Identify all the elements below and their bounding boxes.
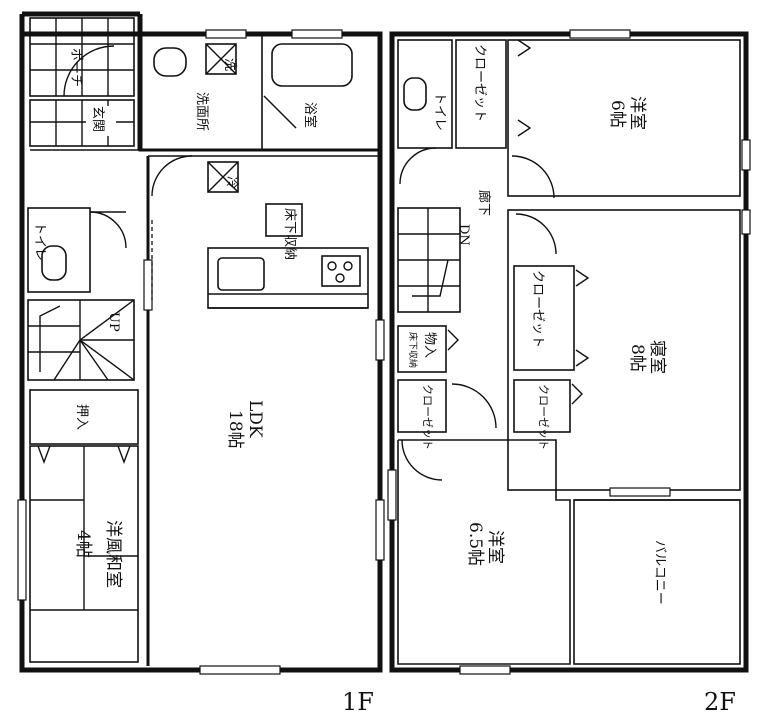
washroom-label: 洗面所: [194, 92, 209, 131]
hallway-label: 廊下: [476, 190, 492, 216]
closet-top: [455, 39, 507, 149]
ldk-bottom-window: [199, 665, 281, 675]
closet-door-mark-3: [575, 269, 590, 287]
oshiire-label: 押入: [74, 404, 89, 430]
ldk-side-window-1: [375, 319, 385, 361]
closet-small-left: [397, 379, 447, 433]
entrance-label: 玄関: [90, 106, 105, 132]
second-floor-outer-wall: [389, 31, 749, 673]
porch-tiles: [29, 17, 135, 97]
ldk-size-label: 18帖: [225, 410, 245, 449]
bedroom-size-label: 8帖: [627, 344, 647, 372]
closet-door-mark-2: [517, 119, 532, 137]
bedroom-name-label: 寝室: [647, 340, 668, 374]
washing-machine-box: [205, 43, 237, 75]
bedroom-bottom-window: [609, 487, 671, 497]
oshiire-closet: [29, 389, 139, 445]
storage-label: 物入: [422, 332, 437, 358]
bedroom-door-swing: [515, 213, 557, 255]
stove-icon: [321, 255, 361, 287]
toilet-room: [27, 207, 91, 293]
western-room-2: [397, 439, 571, 665]
porch-label: ポーチ: [68, 48, 83, 87]
small-closet-door-swing: [451, 383, 497, 429]
storage-door-mark: [447, 329, 459, 351]
closet-small-left-label: クローゼット: [421, 384, 434, 450]
bedroom-side-window: [741, 209, 751, 235]
ldk-left-window: [143, 259, 153, 311]
toilet-bowl-icon-2f: [403, 77, 427, 111]
closet-door-mark-1: [517, 39, 532, 57]
washitsu-size-label: 4帖: [73, 530, 93, 558]
washer-label: 洗: [222, 58, 237, 71]
washitsu-name-label: 洋風和室: [103, 520, 123, 588]
ldk-side-window-2: [375, 499, 385, 561]
toilet-door-swing-2f: [399, 147, 437, 185]
storage-note-label: 床下収納: [407, 332, 419, 368]
bath-window: [291, 29, 343, 39]
bathtub-icon: [271, 43, 353, 87]
room2-name-label: 洋室: [485, 530, 505, 564]
closet-door-mark-4: [575, 349, 590, 367]
toilet-door-swing: [89, 211, 127, 249]
ldk-door-swing: [151, 155, 193, 197]
room1-name-label: 洋室: [627, 96, 647, 130]
balcony-label: バルコニー: [652, 540, 667, 605]
room1-top-window: [569, 29, 631, 39]
second-floor-plan: トイレ クローゼット 洋室 6帖 廊下 DN クローゼット: [387, 29, 751, 716]
stairs-up: [27, 299, 135, 381]
storage-closet: [397, 325, 447, 373]
second-floor-label: 2F: [704, 688, 736, 716]
toilet-bowl-icon: [41, 245, 67, 281]
room2-size-label: 6.5帖: [465, 522, 485, 566]
closet-small-right-label: クローゼット: [537, 384, 550, 450]
room1-size-label: 6帖: [607, 100, 627, 128]
stairs-down-label: DN: [456, 224, 471, 246]
entrance-door-swing: [63, 45, 115, 97]
kitchen-sink-icon: [217, 257, 265, 291]
stairs-up-label: UP: [106, 312, 121, 332]
room1-door-swing: [511, 155, 555, 199]
closet-door-mark-5: [571, 383, 583, 405]
washitsu-tatami: [29, 445, 139, 663]
ldk-name-label: LDK: [245, 400, 265, 438]
bath-label: 浴室: [302, 102, 318, 128]
closet-door-mark-right: [117, 445, 131, 464]
washitsu-window: [17, 499, 27, 601]
first-floor-plan: ポーチ 玄関 トイレ UP: [17, 11, 385, 716]
underfloor-label: 床下収納: [282, 208, 297, 260]
room2-bottom-window: [459, 665, 511, 675]
underfloor-storage-box: [265, 203, 303, 237]
stairs-down: [397, 207, 461, 313]
closet-mid-label: クローゼット: [530, 270, 545, 348]
fridge-box: [207, 161, 239, 193]
room2-door-swing: [401, 439, 443, 481]
toilet-room-2f: [397, 39, 453, 149]
room1-side-window: [741, 139, 751, 171]
toilet-label-2f: トイレ: [432, 92, 447, 131]
wash-basin-icon: [153, 47, 187, 77]
washroom-window: [205, 29, 247, 39]
fridge-label: 冷: [224, 176, 239, 189]
western-room-1: [507, 39, 741, 197]
first-floor-label: 1F: [342, 688, 374, 716]
closet-mid: [513, 265, 575, 371]
toilet-label: トイレ: [32, 222, 47, 261]
room2-side-window: [387, 469, 397, 521]
wet-area-block: [138, 32, 382, 152]
closet-small-right: [513, 379, 571, 433]
closet-top-label: クローゼット: [472, 44, 487, 122]
closet-door-mark-left: [37, 445, 51, 464]
